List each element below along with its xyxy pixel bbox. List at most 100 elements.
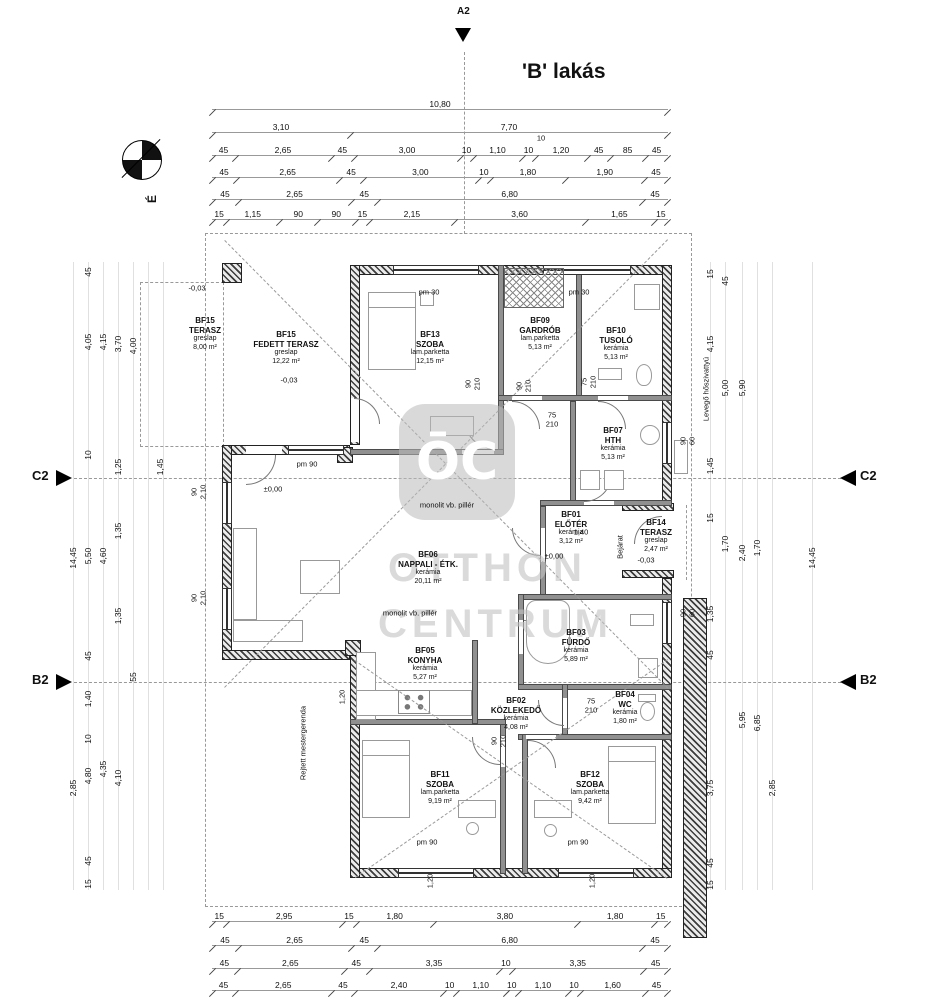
- room-name: ELŐTÉR: [554, 519, 588, 529]
- shower-bf10: [634, 284, 660, 310]
- desk-bf11: [458, 800, 496, 818]
- toilet-bf04: [640, 702, 655, 721]
- sink-bf10: [598, 368, 622, 380]
- dimension-value: 1,35: [113, 607, 123, 625]
- dimension-value: 3,00: [354, 145, 460, 156]
- door-opening: [519, 620, 523, 654]
- opening-size: 90 210: [489, 734, 507, 748]
- dim-chain-line: [757, 262, 758, 890]
- north-compass-icon: [122, 140, 162, 180]
- room-area: 9,42 m²: [578, 797, 602, 805]
- dimension-value: 2,40: [354, 980, 443, 991]
- dimension-value: 6,80: [377, 189, 642, 200]
- opening-size: 75 210: [545, 410, 559, 428]
- dim-chain-line: [73, 262, 74, 890]
- dimension-value: 45: [642, 189, 668, 200]
- window: [558, 868, 634, 878]
- dimension-value: 45: [331, 980, 354, 991]
- dimension-value: 4,15: [98, 333, 108, 351]
- stove-bf05: [398, 690, 430, 714]
- partition: [518, 734, 672, 740]
- dim-chain-line: [103, 262, 104, 890]
- dim-chain-line: [812, 262, 813, 890]
- washer-bf07: [580, 470, 600, 490]
- wall-left-upper: [350, 265, 360, 445]
- section-arrow-b2-right: [840, 674, 856, 690]
- terrace-pillar: [222, 263, 242, 283]
- room-name: FÜRDŐ: [561, 637, 591, 647]
- room-area: 5,89 m²: [564, 655, 588, 663]
- room-material: greslap: [644, 537, 668, 545]
- roof-outline: [205, 233, 692, 907]
- dim-chain-line: [710, 262, 711, 890]
- opening-size: 90 60: [678, 608, 696, 618]
- dimension-value: 2,85: [68, 779, 78, 797]
- door-opening: [501, 735, 505, 767]
- dimension-value: 1,70: [720, 535, 730, 553]
- watermark-line2: CENTRUM: [378, 602, 613, 646]
- window: [662, 422, 672, 464]
- dimension-value: 10: [569, 979, 579, 990]
- dimension-value: 7,70: [350, 122, 668, 133]
- door-opening: [246, 446, 282, 454]
- dimension-value: 45: [351, 189, 377, 200]
- bathtub-bf03: [526, 600, 570, 664]
- room-name: KONYHA: [407, 655, 443, 665]
- dimension-value: 4,05: [83, 333, 93, 351]
- room-area: 5,27 m²: [413, 673, 437, 681]
- dimension-value: 15: [654, 209, 668, 220]
- room-material: kerámia: [563, 647, 589, 655]
- opening-size: 1,40: [573, 527, 589, 537]
- dimension-value: 2,65: [235, 145, 331, 156]
- room-material: kerámia: [558, 529, 584, 537]
- section-arrow-a2: [455, 28, 471, 42]
- dimension-value: 4,60: [98, 547, 108, 565]
- chair-bf11: [466, 822, 479, 835]
- dimension-value: 55: [128, 672, 138, 682]
- dimension-value: 10: [507, 979, 517, 990]
- wall-wing-bottom: [222, 650, 350, 660]
- dimension-value: 45: [587, 145, 610, 156]
- room-label-bf13: BF13 SZOBA lam.parketta 12,15 m²: [394, 330, 466, 366]
- dimension-value: 10: [444, 979, 455, 990]
- section-label-c2-right: C2: [860, 468, 877, 483]
- section-label-b2-right: B2: [860, 672, 877, 687]
- dimension-value: 4,10: [113, 769, 123, 787]
- dimension-value: 2,65: [235, 980, 331, 991]
- level-mark: -0,03: [188, 283, 206, 293]
- room-area: 9,19 m²: [428, 797, 452, 805]
- boiler-bf07: [640, 425, 660, 445]
- room-area: 3,12 m²: [559, 537, 583, 545]
- dimension-value: 15: [212, 911, 226, 922]
- dimension-value: 45: [212, 980, 235, 991]
- dimension-value: 1,35: [705, 605, 715, 623]
- room-id: BF15: [195, 316, 215, 325]
- dim-chain-line: [163, 262, 164, 890]
- room-name: TUSOLÓ: [599, 335, 633, 345]
- dimension-value: 45: [705, 650, 715, 660]
- dimension-value: 2,85: [767, 779, 777, 797]
- room-name: FEDETT TERASZ: [253, 339, 319, 349]
- dimension-value: 45: [642, 935, 668, 946]
- dimension-value: 5,00: [720, 379, 730, 397]
- room-name: GARDRÓB: [519, 325, 561, 335]
- room-material: kerámia: [600, 445, 626, 453]
- dimension-value: 4,15: [705, 335, 715, 353]
- dimension-value: 90: [317, 209, 355, 220]
- bed-pillow-bf12: [608, 746, 656, 762]
- dimension-value: 45: [212, 167, 236, 178]
- door-opening: [598, 396, 628, 400]
- room-id: BF03: [566, 628, 586, 637]
- dimension-value: 1,60: [580, 980, 645, 991]
- dimension-value: 45: [344, 958, 369, 969]
- room-area: 5,13 m²: [528, 343, 552, 351]
- room-id: BF05: [415, 646, 435, 655]
- chair-bf12: [544, 824, 557, 837]
- room-id: BF14: [646, 518, 666, 527]
- toilet-tank-bf04: [638, 694, 656, 702]
- dimension-value: 90: [279, 209, 317, 220]
- dimension-value: 10: [83, 734, 93, 744]
- toilet-bf10: [636, 364, 652, 386]
- window: [222, 482, 232, 524]
- dimension-value: 15: [212, 209, 226, 220]
